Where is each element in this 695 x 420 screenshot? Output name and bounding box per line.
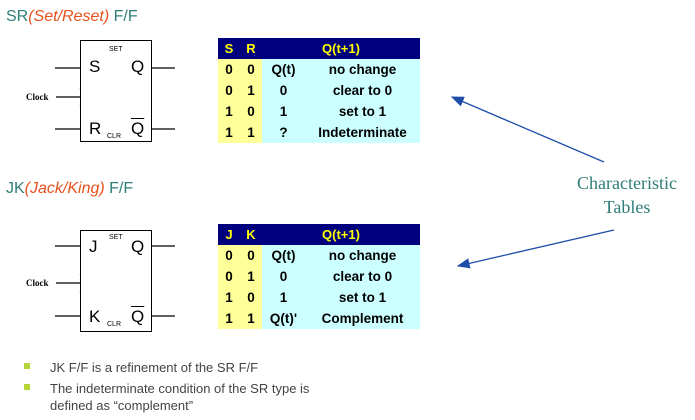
table-cell: 1	[218, 122, 240, 143]
table-cell: Complement	[305, 308, 420, 329]
table-cell: 1	[240, 122, 262, 143]
table-cell: 1	[240, 308, 262, 329]
table-cell: 0	[218, 80, 240, 101]
bullet-square-icon	[24, 384, 30, 390]
table-row: 1 1 Q(t)' Complement	[218, 308, 420, 329]
table-cell: 1	[218, 308, 240, 329]
characteristic-label-line2: Tables	[603, 197, 651, 217]
table-cell: clear to 0	[305, 266, 420, 287]
sr-heading-italic: (Set/Reset)	[28, 8, 110, 25]
jk-clock-label: Clock	[26, 278, 49, 288]
arrow-to-sr-table	[450, 96, 605, 163]
jk-clr-label: CLR	[107, 321, 122, 328]
jk-heading-italic: (Jack/King)	[24, 180, 105, 197]
table-row: 0 0 Q(t) no change	[218, 59, 420, 80]
bullet-text: JK F/F is a refinement of the SR F/F	[50, 360, 259, 375]
sr-header-r: R	[240, 38, 262, 59]
table-cell: Q(t)'	[262, 308, 305, 329]
table-cell: 1	[240, 80, 262, 101]
jk-table-header: J K Q(t+1)	[218, 224, 420, 245]
table-row: 1 0 1 set to 1	[218, 101, 420, 122]
table-cell: 1	[240, 266, 262, 287]
jk-header-next-state: Q(t+1)	[262, 224, 420, 245]
table-cell: clear to 0	[305, 80, 420, 101]
jk-header-k: K	[240, 224, 262, 245]
sr-flip-flop: S SET Q R CLR Q	[80, 40, 152, 142]
jk-header-j: J	[218, 224, 240, 245]
sr-clock-label: Clock	[26, 92, 49, 102]
table-cell: 0	[240, 287, 262, 308]
jk-set-label: SET	[109, 234, 123, 241]
table-row: 0 1 0 clear to 0	[218, 80, 420, 101]
jk-heading-prefix: JK	[6, 180, 25, 197]
table-cell: ?	[262, 122, 305, 143]
sr-clr-label: CLR	[107, 133, 122, 140]
table-cell: 0	[240, 101, 262, 122]
jk-flip-flop: J SET Q K CLR Q	[80, 230, 152, 332]
table-cell: no change	[305, 59, 420, 80]
table-cell: 1	[262, 101, 305, 122]
sr-header-s: S	[218, 38, 240, 59]
bullet-text: defined as “complement”	[50, 398, 194, 413]
sr-q-label: Q	[131, 57, 145, 76]
table-cell: set to 1	[305, 287, 420, 308]
bullet-text: The indeterminate condition of the SR ty…	[50, 381, 310, 396]
sr-heading: SR(Set/Reset) F/F	[6, 8, 138, 26]
table-cell: Q(t)	[262, 245, 305, 266]
sr-header-next-state: Q(t+1)	[262, 38, 420, 59]
sr-heading-suffix: F/F	[109, 8, 138, 25]
sr-r-pin-label: R	[89, 119, 102, 138]
jk-k-pin-label: K	[89, 307, 101, 326]
jk-qbar-label: Q	[131, 307, 145, 326]
table-cell: no change	[305, 245, 420, 266]
table-row: 0 1 0 clear to 0	[218, 266, 420, 287]
table-row: 1 0 1 set to 1	[218, 287, 420, 308]
table-row: 0 0 Q(t) no change	[218, 245, 420, 266]
sr-heading-prefix: SR	[6, 8, 29, 25]
sr-s-pin-label: S	[89, 57, 101, 76]
table-cell: Q(t)	[262, 59, 305, 80]
table-cell: set to 1	[305, 101, 420, 122]
sr-table-header: S R Q(t+1)	[218, 38, 420, 59]
sr-qbar-label: Q	[131, 119, 145, 138]
table-cell: Indeterminate	[305, 122, 420, 143]
table-cell: 0	[218, 266, 240, 287]
sr-characteristic-table: S R Q(t+1) 0 0 Q(t) no change 0 1 0 clea…	[218, 38, 420, 143]
jk-heading: JK(Jack/King) F/F	[6, 180, 133, 198]
sr-set-label: SET	[109, 46, 123, 53]
table-cell: 0	[240, 59, 262, 80]
table-cell: 0	[262, 80, 305, 101]
jk-j-pin-label: J	[89, 237, 98, 256]
bullet-square-icon	[24, 363, 30, 369]
table-cell: 1	[218, 101, 240, 122]
jk-q-label: Q	[131, 237, 145, 256]
jk-characteristic-table: J K Q(t+1) 0 0 Q(t) no change 0 1 0 clea…	[218, 224, 420, 329]
table-cell: 0	[262, 266, 305, 287]
characteristic-tables-label: Characteristic Tables	[562, 171, 692, 219]
characteristic-label-line1: Characteristic	[577, 173, 677, 193]
table-cell: 0	[218, 245, 240, 266]
table-cell: 0	[218, 59, 240, 80]
table-row: 1 1 ? Indeterminate	[218, 122, 420, 143]
jk-heading-suffix: F/F	[104, 180, 134, 197]
table-cell: 1	[218, 287, 240, 308]
table-cell: 0	[240, 245, 262, 266]
arrow-to-jk-table	[456, 229, 615, 269]
table-cell: 1	[262, 287, 305, 308]
